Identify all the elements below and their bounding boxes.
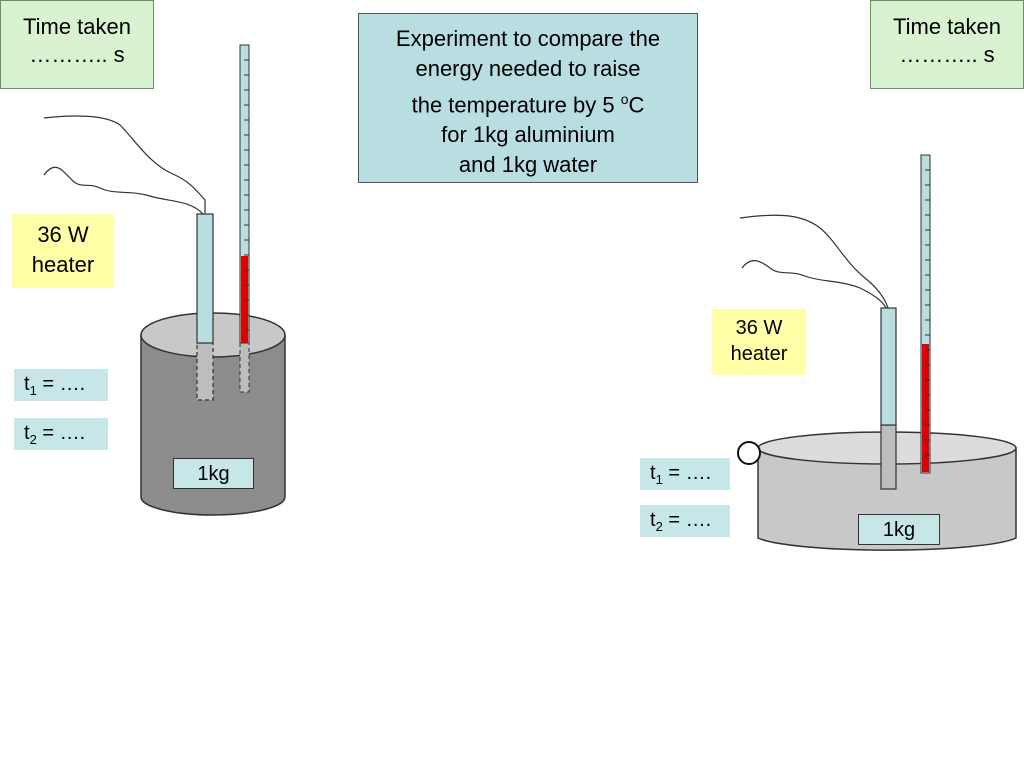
title-line-4: for 1kg aluminium bbox=[441, 122, 615, 148]
right-time-label: Time taken bbox=[892, 14, 1001, 39]
left-mass-label: 1kg bbox=[173, 458, 254, 489]
right-time-value: ……….. s bbox=[899, 42, 995, 67]
right-heater-cable bbox=[739, 214, 889, 309]
right-heater bbox=[880, 307, 897, 490]
experiment-title-box: Experiment to compare the energy needed … bbox=[358, 13, 698, 183]
left-time-taken-box: Time taken ……….. s bbox=[0, 0, 154, 89]
left-heater-cable-2 bbox=[43, 166, 204, 215]
right-time-taken-box: Time taken ……….. s bbox=[870, 0, 1024, 89]
title-line-5: and 1kg water bbox=[458, 152, 598, 178]
right-heater-cable-2 bbox=[741, 260, 887, 309]
title-line-3: the temperature by 5 oC bbox=[411, 91, 645, 118]
left-heater-label: 36 W heater bbox=[12, 214, 114, 288]
left-time-label: Time taken bbox=[22, 14, 131, 39]
left-thermometer bbox=[239, 44, 250, 393]
right-mass-label: 1kg bbox=[858, 514, 940, 545]
right-thermometer bbox=[920, 154, 931, 474]
right-t1-field: t1 = …. bbox=[640, 458, 730, 490]
title-line-2: energy needed to raise bbox=[415, 56, 641, 81]
right-heater-label: 36 W heater bbox=[712, 309, 806, 375]
left-heater-cable bbox=[43, 115, 206, 214]
circle-marker bbox=[737, 441, 761, 465]
left-heater bbox=[196, 213, 214, 401]
left-t1-field: t1 = …. bbox=[14, 369, 108, 401]
left-t2-field: t2 = …. bbox=[14, 418, 108, 450]
right-t2-field: t2 = …. bbox=[640, 505, 730, 537]
left-time-value: ……….. s bbox=[29, 42, 125, 67]
title-line-1: Experiment to compare the bbox=[395, 26, 661, 51]
